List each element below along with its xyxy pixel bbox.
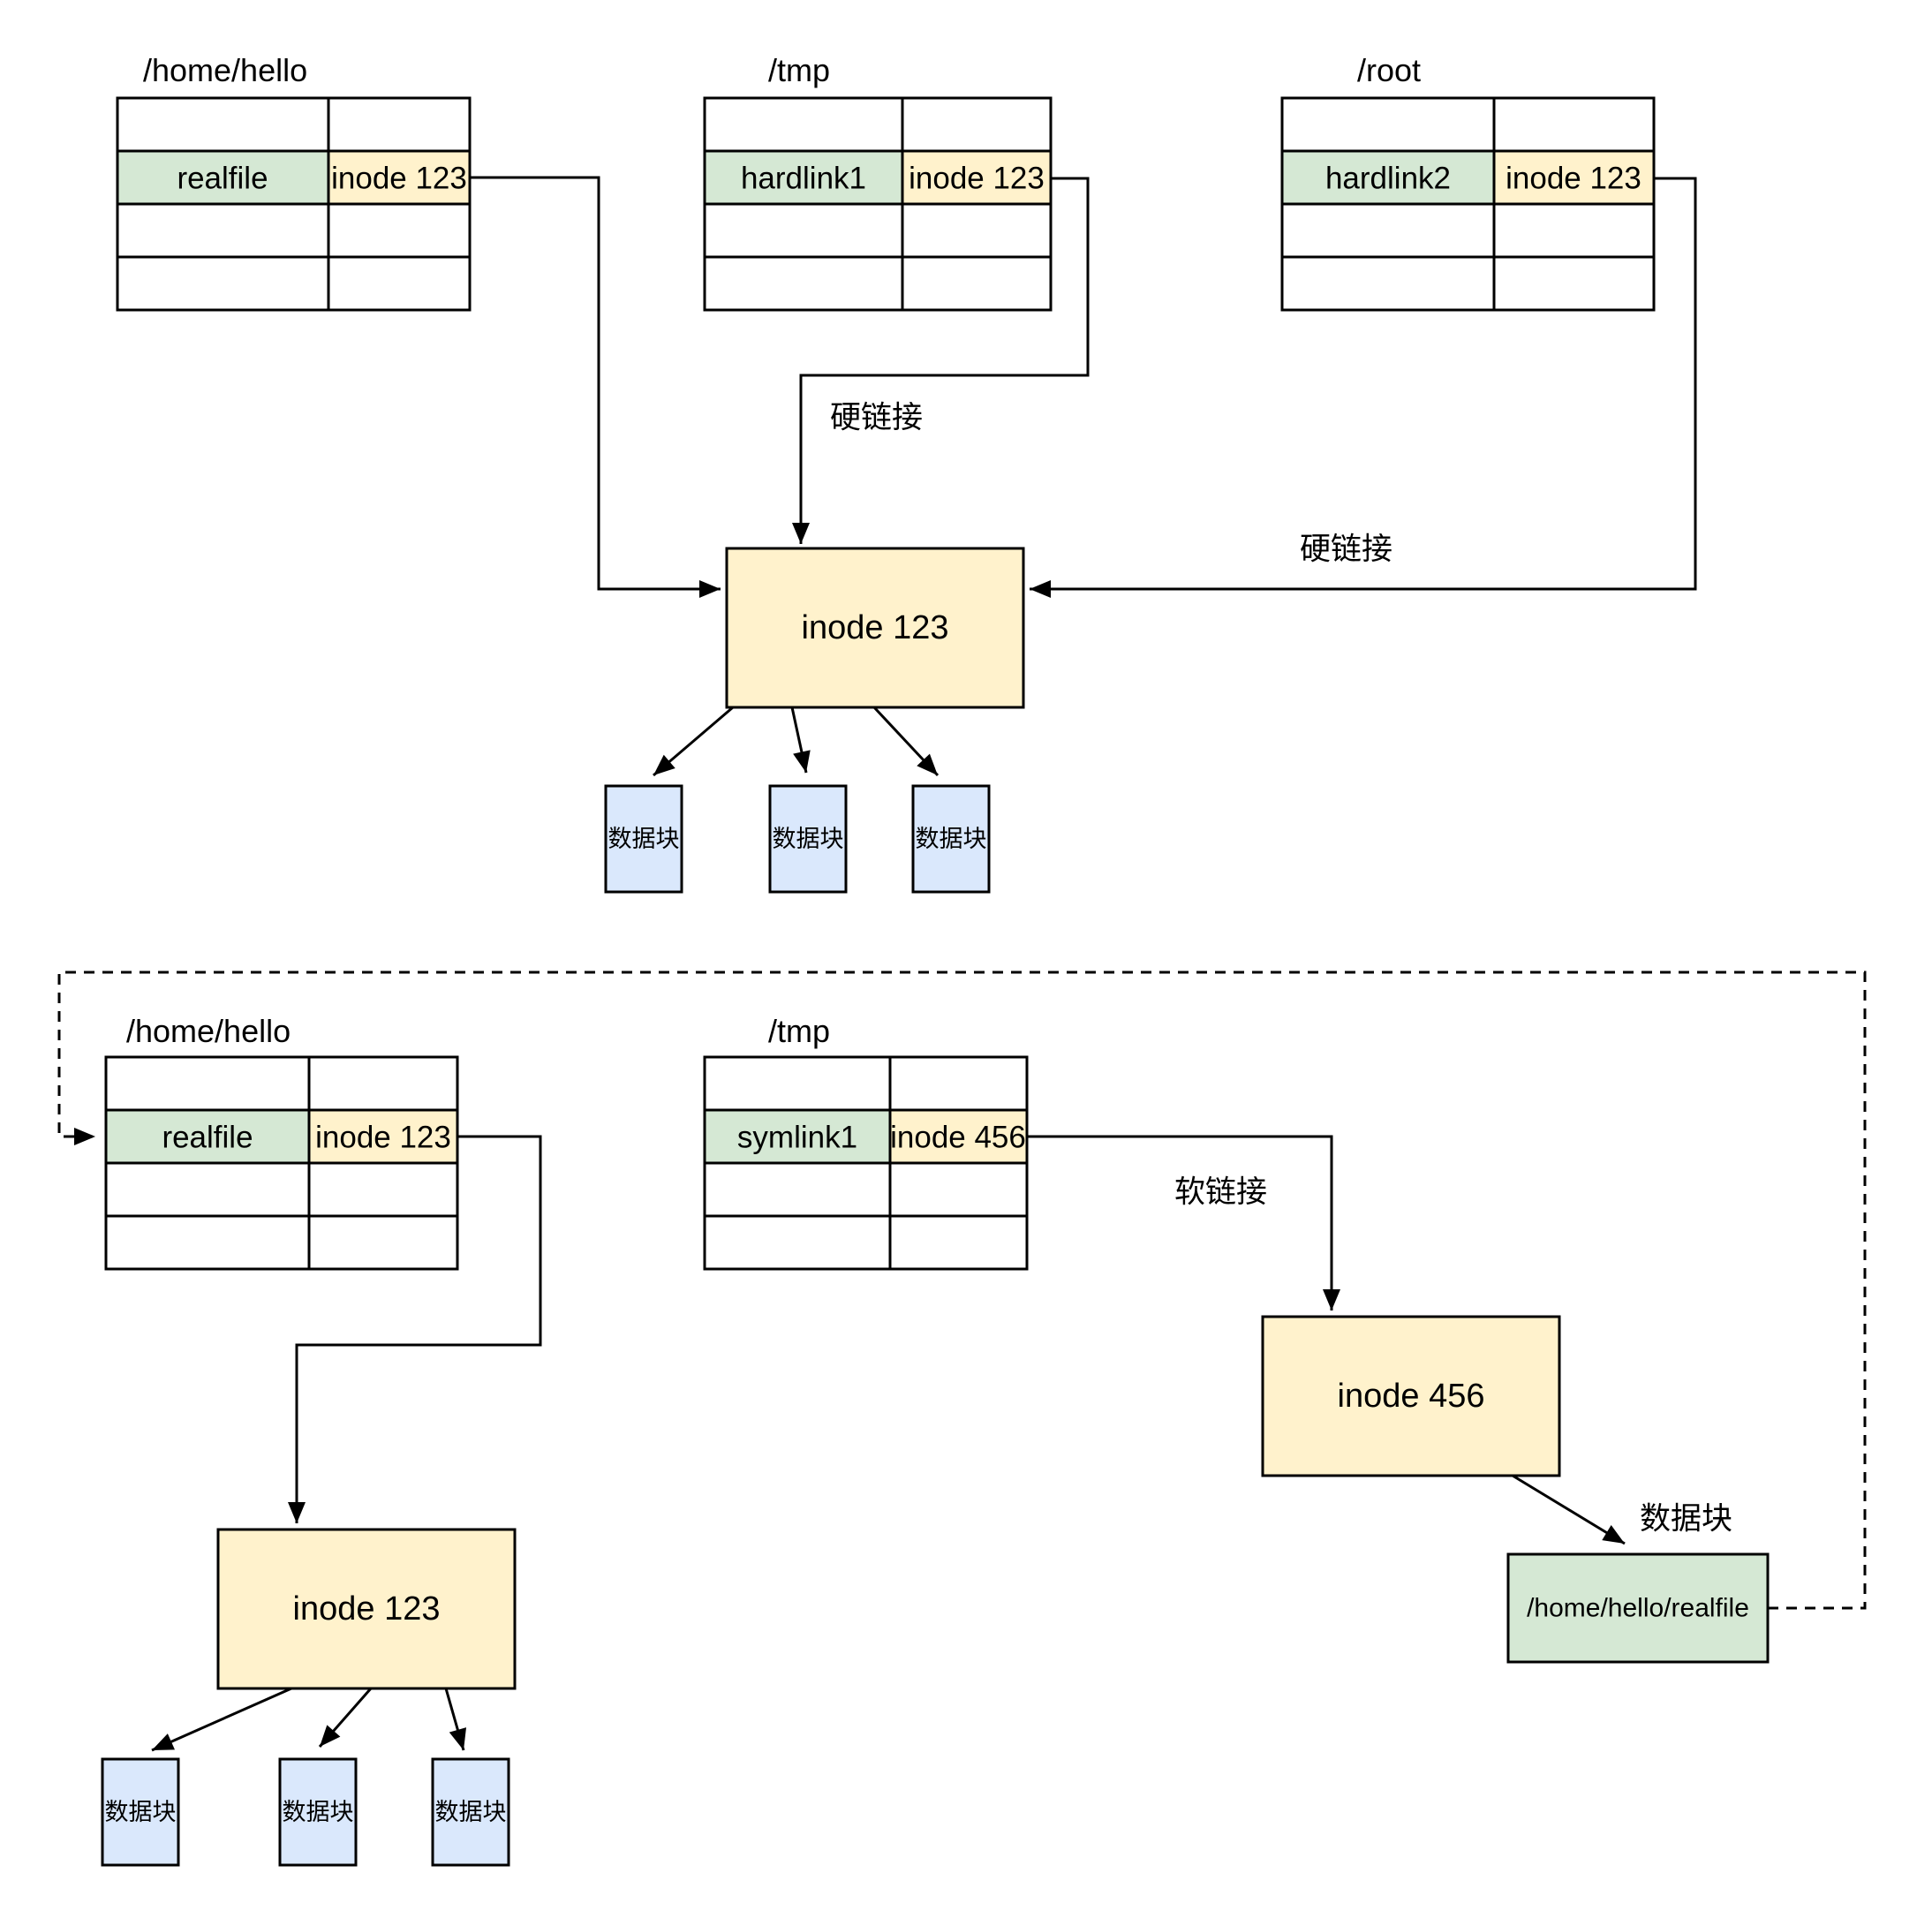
- filename-text: symlink1: [737, 1121, 857, 1155]
- inode-cell: [309, 1110, 457, 1163]
- filename-text: hardlink2: [1325, 162, 1451, 196]
- filename-text: realfile: [177, 162, 268, 196]
- filename-text: hardlink1: [741, 162, 866, 196]
- arrow-inode123b-to-block-2: [318, 1688, 373, 1748]
- data-block-rect: [101, 1757, 180, 1867]
- inode-123-box-2: inode 123: [216, 1528, 517, 1690]
- data-block-text: 数据块: [105, 1799, 177, 1825]
- target-box-text: /home/hello/realfile: [1527, 1594, 1749, 1623]
- arrow-inode123b-to-block-1: [151, 1687, 292, 1752]
- data-block-text: 数据块: [283, 1799, 354, 1825]
- data-block-text: 数据块: [916, 826, 987, 852]
- inode-text: inode 123: [1506, 162, 1641, 196]
- filename-text: realfile: [162, 1121, 253, 1155]
- softlink-label: 软链接: [1174, 1175, 1267, 1210]
- data-block-text: 数据块: [435, 1799, 507, 1825]
- data-block-rect: [911, 784, 991, 894]
- data-block: 数据块: [101, 1757, 180, 1867]
- arrow-inode123b-to-block-3: [444, 1688, 467, 1751]
- hardlink-label-2: 硬链接: [1300, 532, 1392, 567]
- inode-cell: [890, 1110, 1027, 1163]
- table-title: /tmp: [768, 1013, 830, 1049]
- filename-cell: [1282, 151, 1494, 204]
- dir-table-tmp: /tmp hardlink1 inode 123: [703, 52, 1053, 312]
- arrow-root-to-inode123: [1030, 177, 1697, 598]
- table-title: /tmp: [768, 52, 830, 88]
- dashed-symlink-resolution-path: [57, 971, 1867, 1610]
- dir-table-home-hello-2: /home/hello realfile inode 123: [104, 1013, 459, 1271]
- data-block-text: 数据块: [608, 826, 680, 852]
- arrow-symlink-to-inode456: [1027, 1135, 1340, 1310]
- dir-table-root: /root hardlink2 inode 123: [1280, 52, 1656, 312]
- table-title: /root: [1357, 52, 1421, 88]
- data-block-rect: [431, 1757, 510, 1867]
- table-title: /home/hello: [126, 1013, 291, 1049]
- arrow-home-to-inode123: [471, 176, 721, 598]
- inode-box-text: inode 123: [802, 609, 949, 646]
- target-box-rect: [1506, 1552, 1770, 1664]
- data-block: 数据块: [911, 784, 991, 894]
- inode-text: inode 123: [331, 162, 467, 196]
- hardlink-label-1: 硬链接: [830, 401, 923, 435]
- dir-table-tmp-2: /tmp symlink1 inode 456: [703, 1013, 1029, 1271]
- inode-cell: [1494, 151, 1654, 204]
- data-block-rect: [604, 784, 683, 894]
- inode-box-rect: [1261, 1315, 1561, 1477]
- data-block: 数据块: [278, 1757, 358, 1867]
- data-block-rect: [278, 1757, 358, 1867]
- inode-box-rect: [725, 547, 1025, 709]
- filename-cell: [117, 151, 328, 204]
- data-block-text: 数据块: [773, 826, 844, 852]
- data-block-rect: [768, 784, 848, 894]
- arrow-inode123-to-block-2: [790, 706, 811, 774]
- arrow-inode123-to-block-1: [653, 706, 734, 777]
- filename-cell: [705, 1110, 890, 1163]
- filename-cell: [106, 1110, 309, 1163]
- arrow-inode123-to-block-3: [872, 706, 940, 777]
- filename-cell: [705, 151, 902, 204]
- table-title: /home/hello: [143, 52, 307, 88]
- data-block: 数据块: [768, 784, 848, 894]
- inode-text: inode 456: [890, 1121, 1026, 1155]
- inode-box-text: inode 123: [293, 1590, 441, 1628]
- dir-table-home-hello: /home/hello realfile inode 123: [116, 52, 472, 312]
- arrow-inode456-to-target: [1512, 1474, 1626, 1545]
- symlink-target-box: /home/hello/realfile: [1506, 1552, 1770, 1664]
- inode-text: inode 123: [315, 1121, 451, 1155]
- inode-123-box: inode 123: [725, 547, 1025, 709]
- inode-text: inode 123: [909, 162, 1045, 196]
- data-block: 数据块: [604, 784, 683, 894]
- inode-456-box: inode 456: [1261, 1315, 1561, 1477]
- inode-box-text: inode 456: [1338, 1378, 1485, 1415]
- arrow-tmp-to-inode123: [792, 177, 1090, 544]
- data-block: 数据块: [431, 1757, 510, 1867]
- inode-cell: [328, 151, 470, 204]
- inode-cell: [902, 151, 1051, 204]
- datablock-label: 数据块: [1640, 1502, 1732, 1537]
- arrow-realfile-to-inode123: [288, 1135, 542, 1523]
- inode-box-rect: [216, 1528, 517, 1690]
